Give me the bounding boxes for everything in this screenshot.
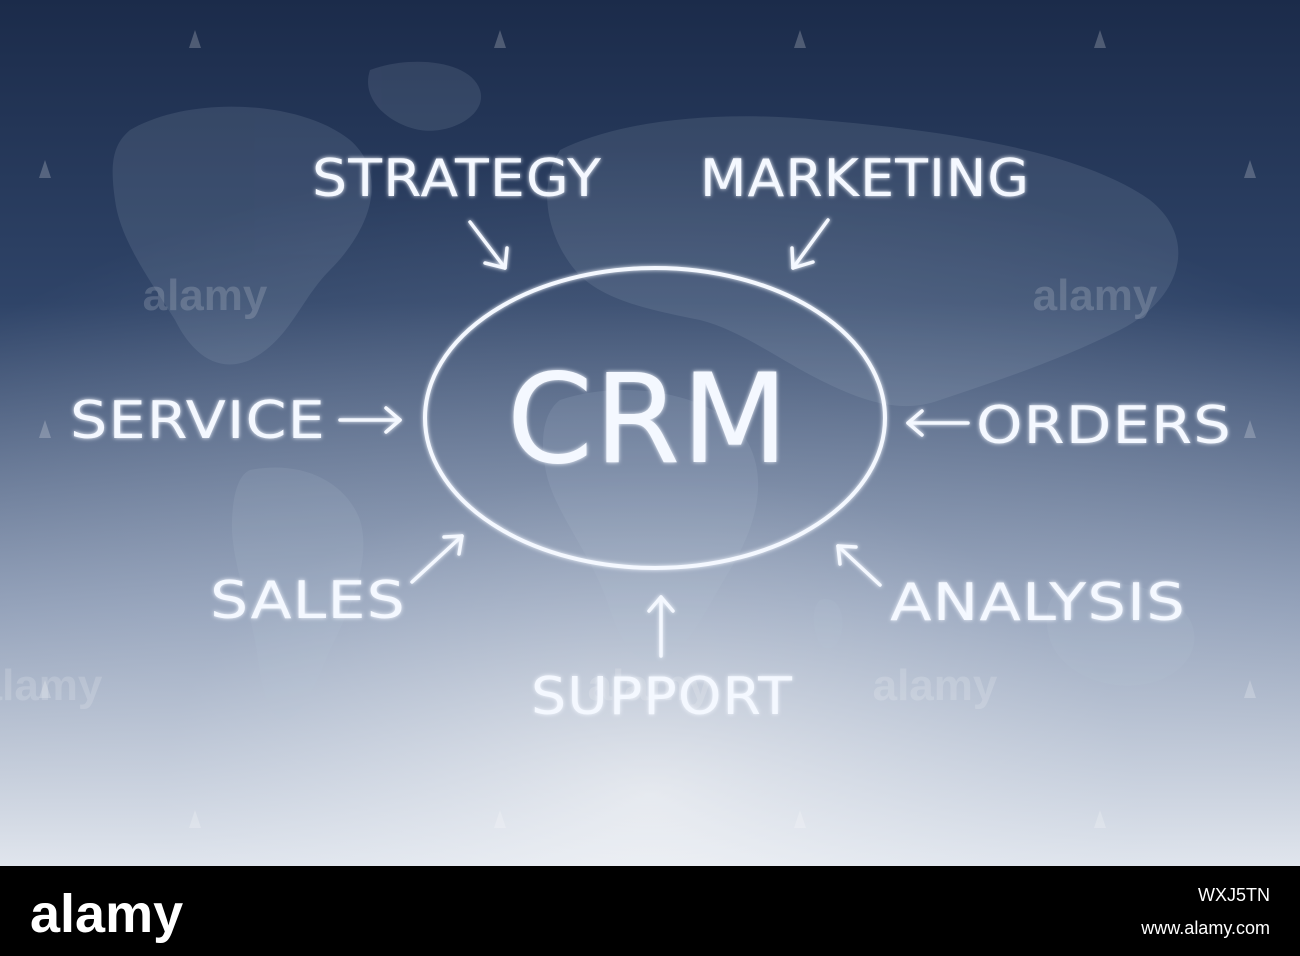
- node-analysis: ANALYSIS: [890, 573, 1186, 633]
- watermark-logo-icon: [1244, 160, 1256, 178]
- center-label: CRM: [507, 348, 790, 492]
- node-strategy: STRATEGY: [312, 149, 602, 209]
- watermark-logo-icon: [794, 810, 806, 828]
- watermark-logo-icon: [189, 30, 201, 48]
- watermark-logo-icon: [189, 810, 201, 828]
- watermark-logo-icon: [494, 810, 506, 828]
- watermark-logo-icon: [1244, 420, 1256, 438]
- world-map: [112, 61, 1195, 720]
- arrow-strategy: [468, 220, 509, 270]
- node-orders: ORDERS: [976, 396, 1232, 456]
- watermark-logo-icon: [494, 30, 506, 48]
- arrow-marketing: [790, 218, 830, 270]
- node-marketing: MARKETING: [700, 149, 1030, 209]
- watermark-logo-icon: [1244, 680, 1256, 698]
- diagram-drawing: CRM STRATEGY MARKETING SERVICE ORDERS SA…: [70, 149, 1232, 727]
- arrow-analysis: [836, 544, 882, 587]
- watermark-text: alamy: [0, 661, 103, 710]
- watermark-logo-icon: [794, 30, 806, 48]
- watermark-logo-icon: [1094, 810, 1106, 828]
- site-url: www.alamy.com: [1140, 918, 1270, 938]
- watermark-logo-icon: [39, 680, 51, 698]
- image-id: WXJ5TN: [1198, 885, 1270, 905]
- watermark-bar-background: [0, 866, 1300, 956]
- watermark-logo-icon: [39, 420, 51, 438]
- node-sales: SALES: [210, 571, 406, 631]
- watermark-logo-icon: [39, 160, 51, 178]
- node-service: SERVICE: [70, 391, 326, 451]
- watermark-layer: alamy alamy alamy alamy alamy: [0, 30, 1256, 828]
- watermark-bar: alamy WXJ5TN www.alamy.com: [0, 866, 1300, 956]
- watermark-text: alamy: [588, 661, 713, 710]
- sky-glow: [0, 0, 1300, 866]
- watermark-text: alamy: [1033, 271, 1158, 320]
- arrow-orders: [906, 409, 970, 437]
- node-support: SUPPORT: [531, 667, 793, 727]
- center-ellipse: [423, 266, 887, 570]
- alamy-logo: alamy: [30, 884, 183, 944]
- arrow-sales: [410, 534, 464, 584]
- arrow-support: [647, 595, 675, 658]
- watermark-logo-icon: [1094, 30, 1106, 48]
- watermark-text: alamy: [873, 661, 998, 710]
- arrow-service: [338, 406, 402, 434]
- watermark-text: alamy: [143, 271, 268, 320]
